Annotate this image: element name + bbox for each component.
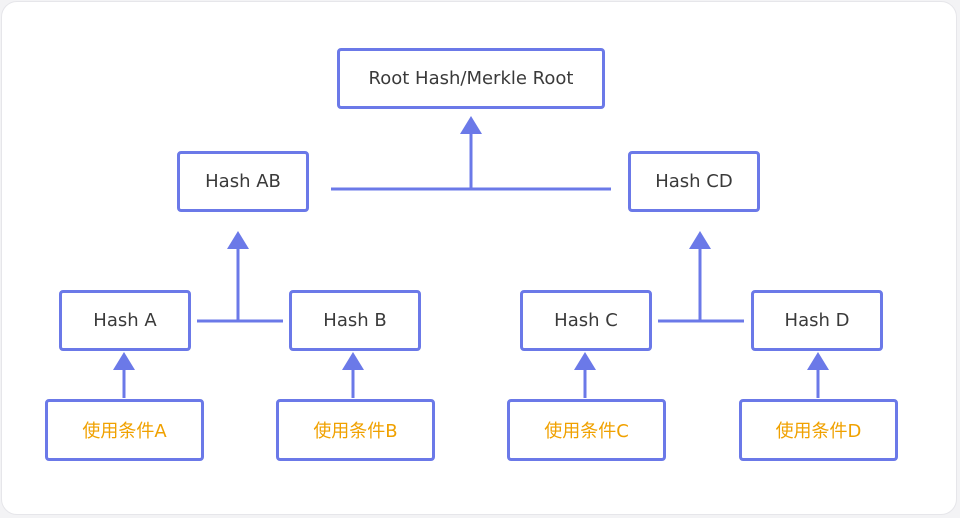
hash-ab-node: Hash AB [177, 151, 309, 212]
arrowhead-hash-a [113, 352, 135, 370]
arrowhead-hash-c [574, 352, 596, 370]
condition-c-node: 使用条件C [507, 399, 666, 461]
condition-a-node: 使用条件A [45, 399, 204, 461]
arrowhead-hash-d [807, 352, 829, 370]
hash-b-node: Hash B [289, 290, 421, 351]
arrowhead-hash-cd [689, 231, 711, 249]
hash-c-node: Hash C [520, 290, 652, 351]
arrowhead-hash-b [342, 352, 364, 370]
condition-d-node: 使用条件D [739, 399, 898, 461]
hash-cd-node: Hash CD [628, 151, 760, 212]
arrowhead-root [460, 116, 482, 134]
hash-a-node: Hash A [59, 290, 191, 351]
condition-b-node: 使用条件B [276, 399, 435, 461]
root-hash-node: Root Hash/Merkle Root [337, 48, 605, 109]
arrowhead-hash-ab [227, 231, 249, 249]
hash-d-node: Hash D [751, 290, 883, 351]
